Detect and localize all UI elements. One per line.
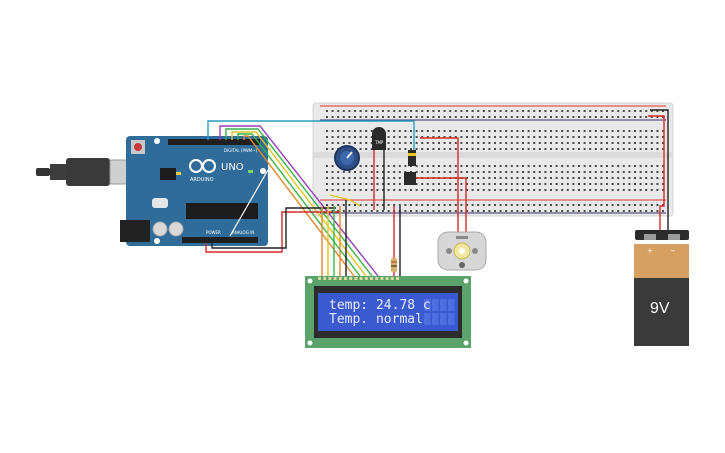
battery-9v[interactable]: + − 9V <box>634 230 689 346</box>
wires <box>205 109 669 277</box>
power-analog-header <box>182 237 258 243</box>
dc-motor[interactable] <box>437 231 487 271</box>
arduino-logo-icon <box>189 159 216 173</box>
reset-button[interactable] <box>134 143 142 151</box>
lcd-header-pins <box>318 277 399 280</box>
transistor[interactable] <box>404 172 416 185</box>
battery-voltage-label: 9V <box>650 300 670 317</box>
battery-terminal-clip <box>635 230 689 240</box>
sensor-label: TMP <box>374 140 384 145</box>
battery-body <box>634 278 689 346</box>
arduino-uno-board[interactable]: ARDUINO UNO DIGITAL (PWM~) POWER ANALOG … <box>36 136 268 246</box>
temperature-sensor[interactable]: TMP <box>372 127 386 150</box>
diode[interactable] <box>408 150 416 166</box>
battery-plus-label: + <box>647 247 653 255</box>
lcd-line-1: temp: 24.78 c <box>329 298 431 313</box>
lcd-line-2: Temp. normal <box>329 312 423 327</box>
analog-pins-label: ANALOG IN <box>232 230 254 235</box>
battery-top <box>634 244 689 278</box>
usb-cable <box>50 164 66 180</box>
lcd-cell-grid <box>424 299 455 325</box>
usb-connector-housing <box>66 158 110 186</box>
battery-minus-label: − <box>670 247 676 255</box>
lcd-module: temp: 24.78 c Temp. normal <box>305 276 471 348</box>
power-pins-label: POWER <box>206 230 221 235</box>
digital-pins-label: DIGITAL (PWM~) <box>224 148 258 153</box>
atmega-chip <box>186 203 258 219</box>
digital-header <box>168 139 260 145</box>
dc-power-jack <box>120 220 150 242</box>
usb-plug-tip <box>36 168 50 176</box>
resistor[interactable] <box>391 258 397 272</box>
breadboard[interactable] <box>312 102 674 217</box>
potentiometer[interactable] <box>334 145 360 171</box>
board-brand-label: ARDUINO <box>190 177 214 183</box>
board-model-label: UNO <box>221 162 244 173</box>
